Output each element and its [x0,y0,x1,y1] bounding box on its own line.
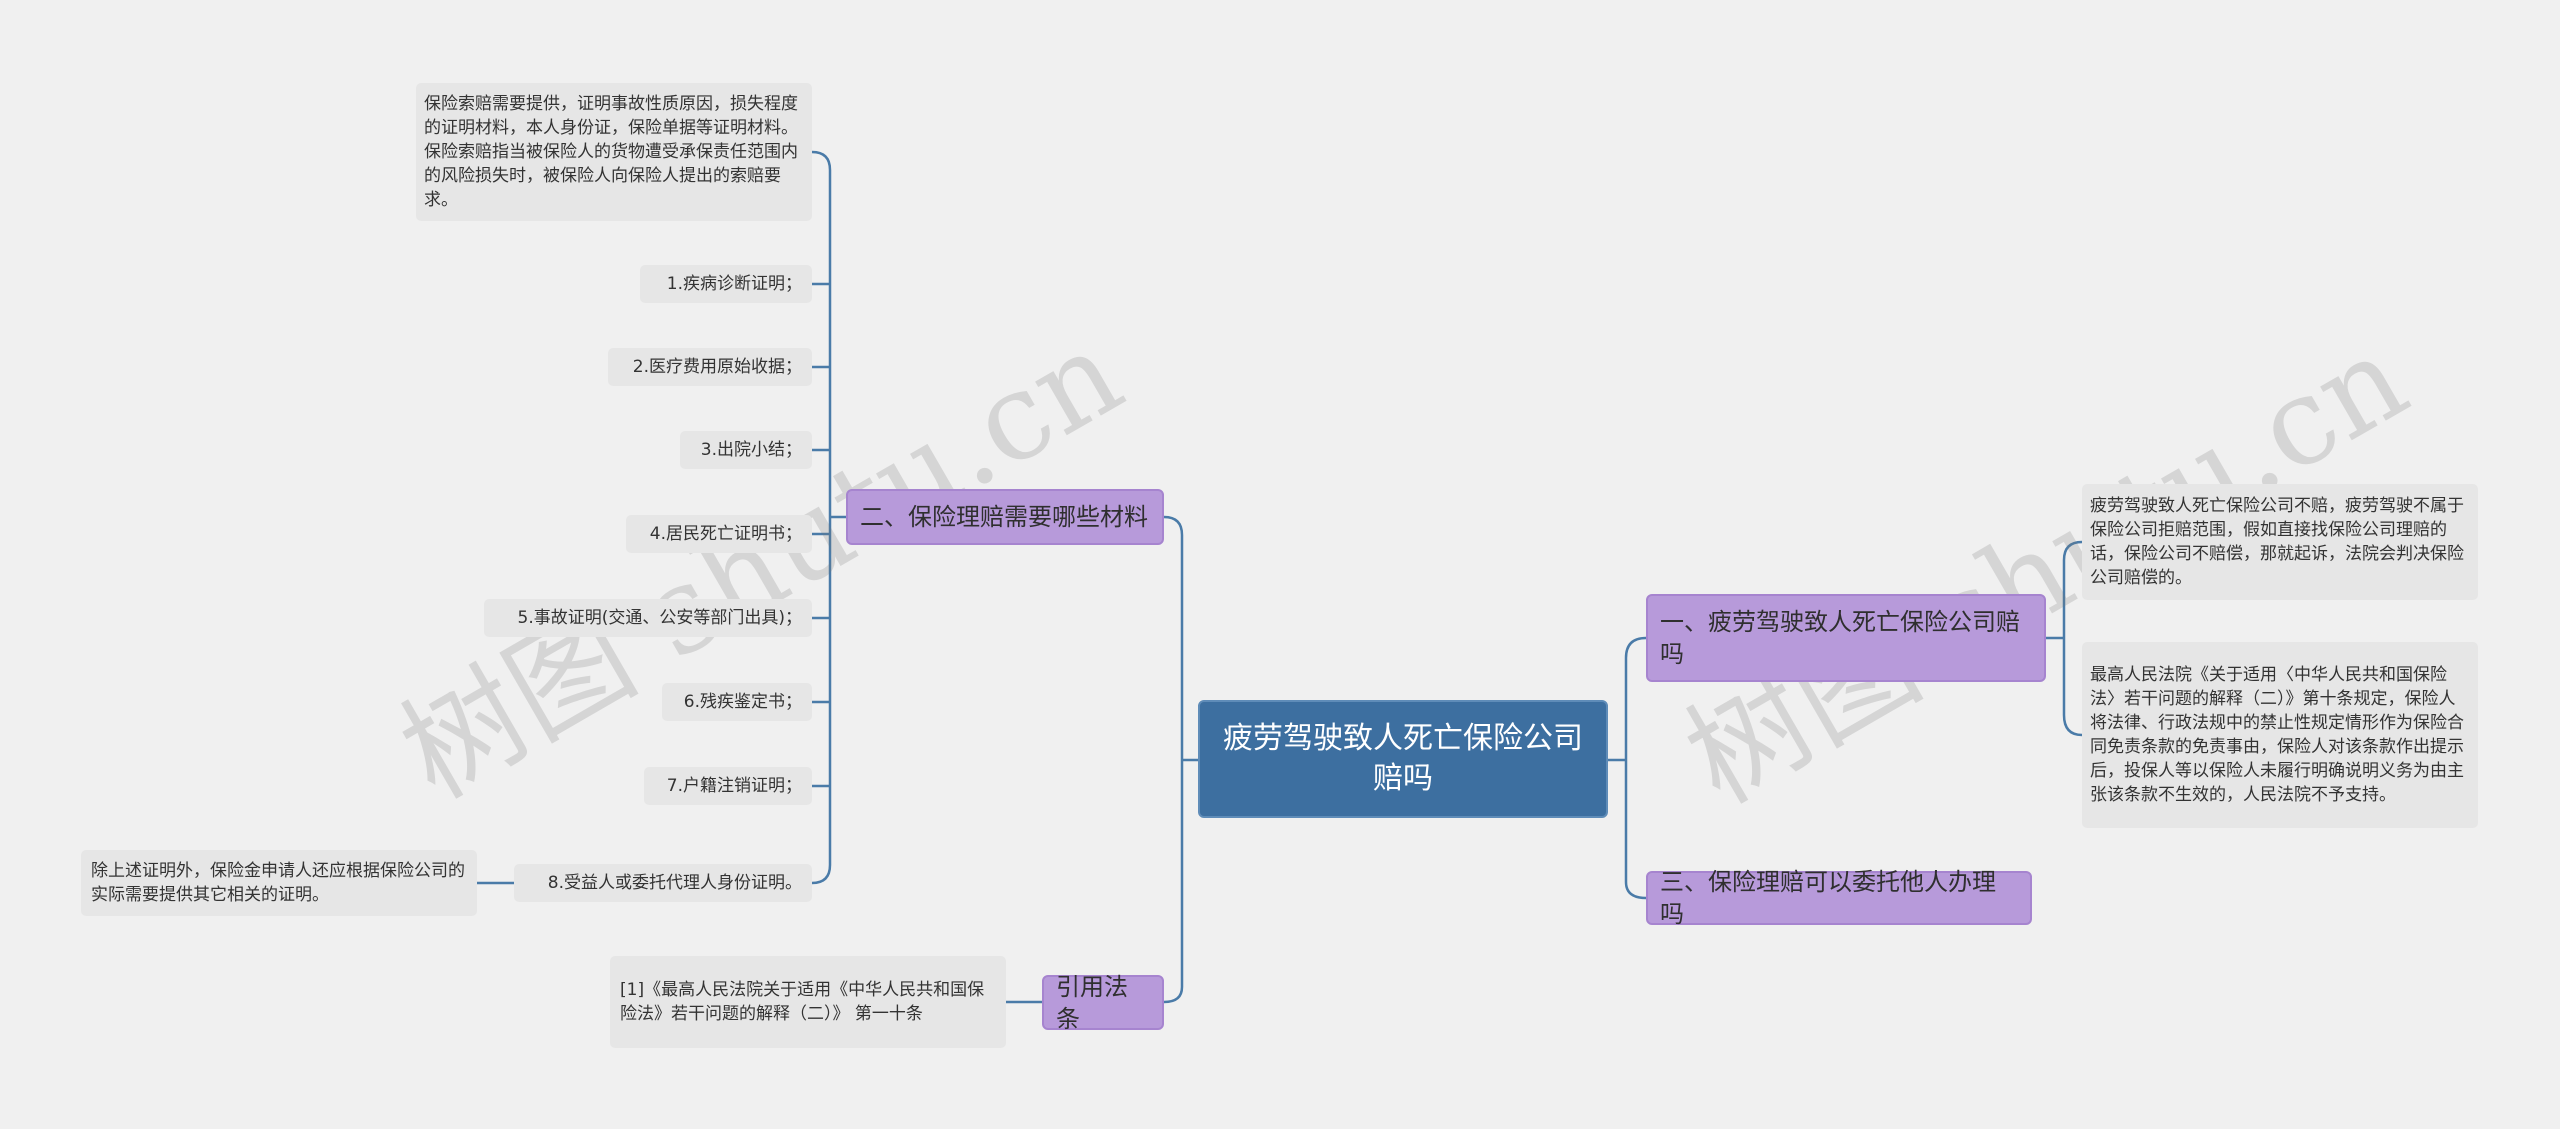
materials-overview-text: 保险索赔需要提供，证明事故性质原因，损失程度的证明材料，本人身份证，保险单据等证… [424,94,798,210]
material-item-8[interactable]: 8.受益人或委托代理人身份证明。 [514,864,812,902]
connector-materials-items [810,150,848,885]
fatigue-law-text: 最高人民法院《关于适用〈中华人民共和国保险法〉若干问题的解释（二）》第十条规定，… [2090,665,2464,805]
material-item-5[interactable]: 5.事故证明(交通、公安等部门出具)； [484,599,812,637]
material-item-1-text: 1.疾病诊断证明； [666,274,802,294]
material-item-1[interactable]: 1.疾病诊断证明； [640,265,812,303]
branch-citation-label: 引用法条 [1056,972,1128,1033]
connector-root-left [1162,515,1200,1004]
branch-materials[interactable]: 二、保险理赔需要哪些材料 [846,489,1164,545]
material-item-3-text: 3.出院小结； [700,440,802,460]
root-topic[interactable]: 疲劳驾驶致人死亡保险公司赔吗 [1198,700,1608,818]
material-item-8-note-text: 除上述证明外，保险金申请人还应根据保险公司的实际需要提供其它相关的证明。 [91,861,465,905]
material-item-5-text: 5.事故证明(交通、公安等部门出具)； [517,608,802,628]
branch-materials-label: 二、保险理赔需要哪些材料 [860,503,1148,531]
material-item-8-text: 8.受益人或委托代理人身份证明。 [547,873,802,893]
material-item-6-text: 6.残疾鉴定书； [683,692,802,712]
citation-item-text: [1]《最高人民法院关于适用《中华人民共和国保险法》若干问题的解释（二）》 第一… [620,980,985,1024]
material-item-8-note[interactable]: 除上述证明外，保险金申请人还应根据保险公司的实际需要提供其它相关的证明。 [81,850,477,916]
fatigue-answer-leaf[interactable]: 疲劳驾驶致人死亡保险公司不赔，疲劳驾驶不属于保险公司拒赔范围，假如直接找保险公司… [2082,484,2478,600]
material-item-2[interactable]: 2.医疗费用原始收据； [608,348,812,386]
branch-delegate-label: 三、保险理赔可以委托他人办理吗 [1660,868,1996,928]
root-topic-label: 疲劳驾驶致人死亡保险公司赔吗 [1223,721,1583,796]
material-item-6[interactable]: 6.残疾鉴定书； [662,683,812,721]
citation-item-leaf[interactable]: [1]《最高人民法院关于适用《中华人民共和国保险法》若干问题的解释（二）》 第一… [610,956,1006,1048]
branch-fatigue-driving-label: 一、疲劳驾驶致人死亡保险公司赔吗 [1660,608,2020,668]
connector-root-right [1606,636,1648,900]
fatigue-law-leaf[interactable]: 最高人民法院《关于适用〈中华人民共和国保险法〉若干问题的解释（二）》第十条规定，… [2082,642,2478,828]
fatigue-answer-text: 疲劳驾驶致人死亡保险公司不赔，疲劳驾驶不属于保险公司拒赔范围，假如直接找保险公司… [2090,496,2464,588]
material-item-7-text: 7.户籍注销证明； [666,776,802,796]
material-item-4-text: 4.居民死亡证明书； [649,524,802,544]
branch-citation[interactable]: 引用法条 [1042,973,1164,1033]
material-item-4[interactable]: 4.居民死亡证明书； [626,515,812,553]
connector-fatigue-leaves [2044,540,2084,737]
branch-delegate[interactable]: 三、保险理赔可以委托他人办理吗 [1646,868,2032,928]
material-item-7[interactable]: 7.户籍注销证明； [644,767,812,805]
material-item-2-text: 2.医疗费用原始收据； [632,357,802,377]
material-item-3[interactable]: 3.出院小结； [680,431,812,469]
materials-overview-leaf[interactable]: 保险索赔需要提供，证明事故性质原因，损失程度的证明材料，本人身份证，保险单据等证… [416,83,812,221]
branch-fatigue-driving[interactable]: 一、疲劳驾驶致人死亡保险公司赔吗 [1646,594,2046,682]
